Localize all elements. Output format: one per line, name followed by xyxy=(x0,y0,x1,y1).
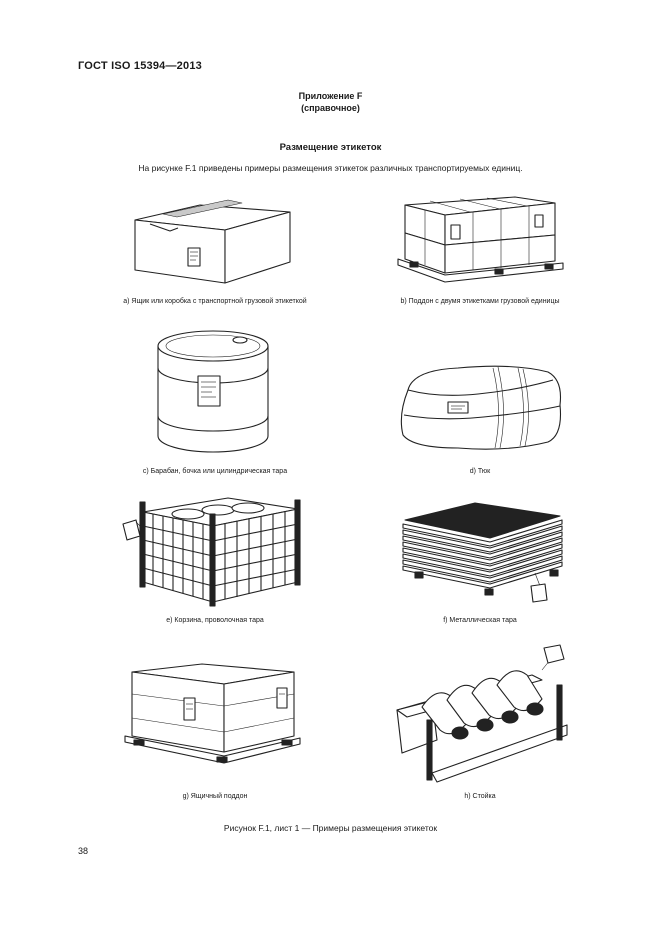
document-header: ГОСТ ISO 15394—2013 xyxy=(78,60,202,72)
caption-h: h) Стойка xyxy=(464,793,496,800)
annex-subtitle: (справочное) xyxy=(301,103,360,113)
annex-title: Приложение F xyxy=(298,91,363,101)
page-number: 38 xyxy=(78,846,89,856)
caption-b: b) Поддон с двумя этикетками грузовой ед… xyxy=(400,298,560,305)
box-with-label-illustration xyxy=(134,199,291,284)
caption-f: f) Металлическая тара xyxy=(443,617,517,624)
intro-paragraph: На рисунке F.1 приведены примеры размеще… xyxy=(138,163,523,173)
caption-d: d) Тюк xyxy=(469,468,491,475)
drum-illustration xyxy=(157,330,269,453)
box-pallet-illustration xyxy=(124,663,301,764)
section-heading: Размещение этикеток xyxy=(279,142,382,153)
pallet-with-boxes-illustration xyxy=(397,196,564,283)
caption-a: a) Ящик или коробка с транспортной грузо… xyxy=(123,298,307,305)
rack-with-coils-illustration xyxy=(396,644,568,783)
figure-caption: Рисунок F.1, лист 1 — Примеры размещения… xyxy=(223,823,438,833)
caption-g: g) Ящичный поддон xyxy=(182,793,248,800)
bale-illustration xyxy=(400,365,562,450)
wire-basket-illustration xyxy=(122,497,301,607)
caption-c: c) Барабан, бочка или цилиндрическая тар… xyxy=(142,468,288,475)
metal-sheet-stack-illustration xyxy=(402,502,563,603)
caption-e: e) Корзина, проволочная тара xyxy=(166,617,264,624)
